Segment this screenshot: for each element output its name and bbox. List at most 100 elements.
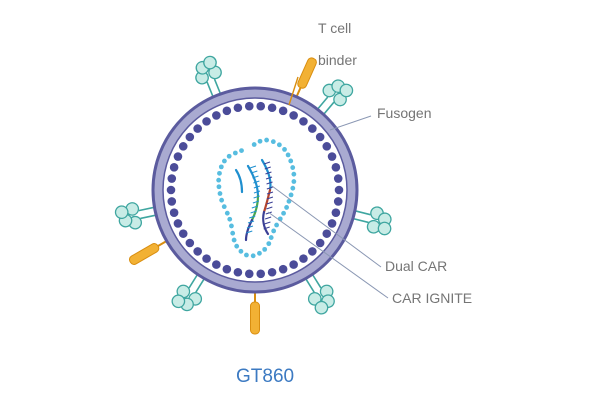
capsid-protein bbox=[291, 171, 297, 177]
lipid-bead bbox=[333, 174, 343, 183]
lipid-bead bbox=[333, 197, 343, 206]
capsid-protein bbox=[251, 142, 257, 147]
capsid-protein bbox=[264, 137, 270, 143]
rna-base-tick bbox=[252, 175, 259, 179]
capsid-protein bbox=[216, 177, 222, 183]
capsid-protein bbox=[274, 222, 279, 228]
capsid-protein bbox=[290, 185, 296, 191]
rna-base-tick bbox=[266, 206, 273, 210]
lipid-bead bbox=[327, 219, 337, 228]
capsid-protein bbox=[284, 205, 289, 210]
capsid-protein bbox=[288, 158, 294, 164]
capsid-protein bbox=[216, 184, 222, 190]
lipid-bead bbox=[331, 163, 341, 172]
lipid-bead bbox=[244, 269, 254, 279]
rna-base-tick bbox=[246, 230, 253, 234]
capsid-protein bbox=[266, 241, 272, 247]
t-cell-binder-icon bbox=[250, 288, 260, 335]
capsid-protein bbox=[217, 191, 223, 196]
lipid-bead bbox=[233, 103, 243, 113]
capsid-protein bbox=[219, 197, 225, 203]
rna-strand-icon bbox=[262, 210, 270, 236]
lipid-bead bbox=[308, 124, 317, 133]
lipid-bead bbox=[166, 185, 176, 195]
lipid-bead bbox=[315, 132, 325, 142]
rna-base-tick bbox=[249, 215, 256, 219]
lipid-bead-ring bbox=[166, 101, 344, 279]
rna-base-tick bbox=[251, 205, 258, 209]
capsid-protein bbox=[221, 204, 227, 210]
capsid-protein bbox=[291, 179, 297, 184]
capsid-protein bbox=[238, 248, 244, 254]
lipid-bead bbox=[334, 185, 344, 195]
lipid-bead bbox=[267, 267, 277, 277]
rna-strand-icon bbox=[246, 164, 260, 198]
lipid-bead bbox=[173, 219, 183, 228]
lipid-bead bbox=[322, 229, 332, 238]
lipid-bead bbox=[173, 152, 183, 161]
lipid-bead bbox=[299, 254, 308, 263]
lipid-bead bbox=[233, 267, 243, 277]
capsid-protein bbox=[257, 138, 263, 144]
lipid-bead bbox=[222, 264, 232, 274]
capsid-protein bbox=[276, 142, 282, 148]
fusogen-pointer-line bbox=[329, 115, 372, 131]
capsid-protein bbox=[281, 210, 286, 216]
rna-base-tick bbox=[266, 196, 274, 200]
rna-strand-icon bbox=[234, 168, 244, 194]
rna-base-tick bbox=[265, 176, 273, 180]
lipid-bead bbox=[202, 254, 211, 263]
lipid-bead bbox=[167, 197, 177, 206]
rna-base-tick bbox=[253, 185, 261, 189]
rna-base-tick bbox=[266, 201, 273, 205]
capsid-protein bbox=[222, 158, 227, 164]
rna-base-tick bbox=[264, 221, 271, 225]
fusogen-glycoprotein-icon bbox=[314, 79, 354, 119]
capsid-protein bbox=[234, 243, 240, 249]
fusogen-glycoprotein-icon bbox=[348, 206, 392, 236]
rna-base-tick bbox=[266, 186, 274, 190]
lipid-bead bbox=[178, 229, 188, 238]
capsid-protein bbox=[217, 170, 222, 176]
lipid-bead bbox=[267, 103, 277, 113]
lipid-bead bbox=[202, 117, 211, 126]
capsid-protein bbox=[271, 228, 277, 234]
capsid-protein bbox=[270, 139, 276, 145]
dual-car-pointer-line bbox=[271, 185, 382, 268]
lipid-bead bbox=[308, 247, 317, 256]
lipid-bead bbox=[222, 106, 232, 116]
rna-base-tick bbox=[249, 165, 257, 169]
lipid-bead bbox=[169, 163, 179, 172]
rna-base-tick bbox=[266, 181, 273, 185]
fusogen-glycoprotein-icon bbox=[114, 202, 161, 230]
rna-base-tick bbox=[264, 166, 271, 170]
rna-strand-icon bbox=[250, 194, 260, 222]
capsid-protein bbox=[290, 165, 296, 170]
car-ignite-label: CAR IGNITE bbox=[392, 290, 473, 306]
rna-strand-icon bbox=[262, 188, 272, 214]
binder-pointer-line bbox=[288, 76, 299, 106]
rna-genome bbox=[234, 158, 274, 242]
lipid-bead bbox=[327, 152, 337, 161]
capsid-protein bbox=[218, 164, 224, 170]
capsid-protein bbox=[230, 230, 236, 236]
surface-proteins bbox=[114, 55, 392, 335]
rna-base-tick bbox=[253, 190, 261, 194]
capsid-protein bbox=[232, 150, 238, 156]
rna-base-tick bbox=[265, 171, 272, 175]
lipid-bead bbox=[185, 238, 195, 248]
rna-base-tick bbox=[253, 180, 260, 184]
lipid-bead bbox=[278, 106, 288, 116]
lipid-bead bbox=[315, 238, 325, 248]
capsid-shell bbox=[216, 137, 297, 259]
capsid-protein bbox=[288, 192, 294, 198]
capsid-protein bbox=[262, 246, 268, 252]
capsid-protein bbox=[257, 250, 262, 256]
lipid-bead bbox=[256, 269, 266, 279]
capsid-protein bbox=[226, 153, 232, 159]
capsid-protein bbox=[231, 237, 237, 243]
rna-base-tick bbox=[253, 195, 260, 199]
rna-base-tick bbox=[252, 200, 260, 204]
capsid-protein bbox=[229, 223, 234, 229]
